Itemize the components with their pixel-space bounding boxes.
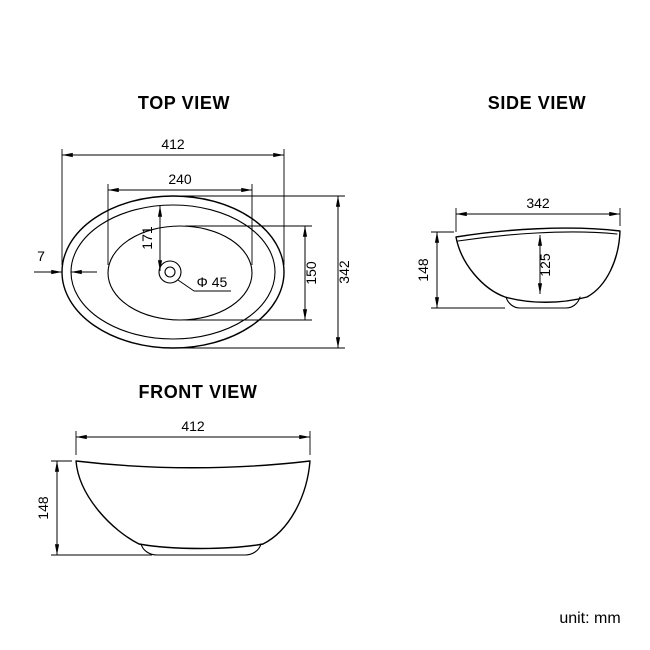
top-view-drain-inner <box>164 266 176 278</box>
top-view-drain-outer <box>158 260 182 284</box>
dim-value: 148 <box>415 258 431 282</box>
front-view-width-dim: 412 <box>75 418 311 455</box>
top-view-title: TOP VIEW <box>138 93 230 113</box>
side-view-bowl-outline <box>455 227 621 303</box>
top-view-overall-depth-dim: 342 <box>178 195 352 349</box>
top-view-drain-diameter-label: Φ 45 <box>177 274 231 292</box>
dim-value: 240 <box>168 171 192 187</box>
front-view-drawing: 412 148 <box>35 418 311 556</box>
top-view-drawing: 412 240 171 150 <box>34 136 352 349</box>
side-view-inner-rim-line <box>457 231 618 242</box>
dim-value: Φ 45 <box>197 274 228 290</box>
dim-value: 171 <box>139 226 155 250</box>
top-view-rim-thickness-dim: 7 <box>34 248 97 275</box>
dim-value: 412 <box>181 418 205 434</box>
front-view-height-dim: 148 <box>35 460 152 556</box>
side-view-width-dim: 342 <box>455 195 621 232</box>
dim-value: 125 <box>537 253 553 277</box>
dim-value: 148 <box>35 496 51 520</box>
dim-value: 342 <box>526 195 550 211</box>
dim-value: 7 <box>37 248 45 264</box>
leader-line <box>177 279 195 292</box>
dim-value: 150 <box>303 261 319 285</box>
side-view-inner-depth-dim: 125 <box>537 234 553 295</box>
front-view-bowl-outline <box>75 460 311 550</box>
side-view-foot-outline <box>505 296 581 309</box>
top-view-overall-width-dim: 412 <box>61 136 285 265</box>
top-view-basin-width-dim: 240 <box>107 171 253 265</box>
top-view-basin-edge <box>107 225 253 321</box>
top-view-inner-rim <box>70 204 276 340</box>
side-view-title: SIDE VIEW <box>488 93 586 113</box>
dim-value: 412 <box>161 136 185 152</box>
dim-value: 342 <box>336 260 352 284</box>
unit-label: unit: mm <box>559 610 620 627</box>
front-view-foot-outline <box>140 543 262 556</box>
side-view-drawing: 342 148 125 <box>415 195 621 309</box>
top-view-center-depth-dim: 171 <box>139 205 163 272</box>
top-view-basin-length-dim: 150 <box>185 225 319 321</box>
side-view-height-dim: 148 <box>415 231 505 309</box>
front-view-title: FRONT VIEW <box>139 382 258 402</box>
